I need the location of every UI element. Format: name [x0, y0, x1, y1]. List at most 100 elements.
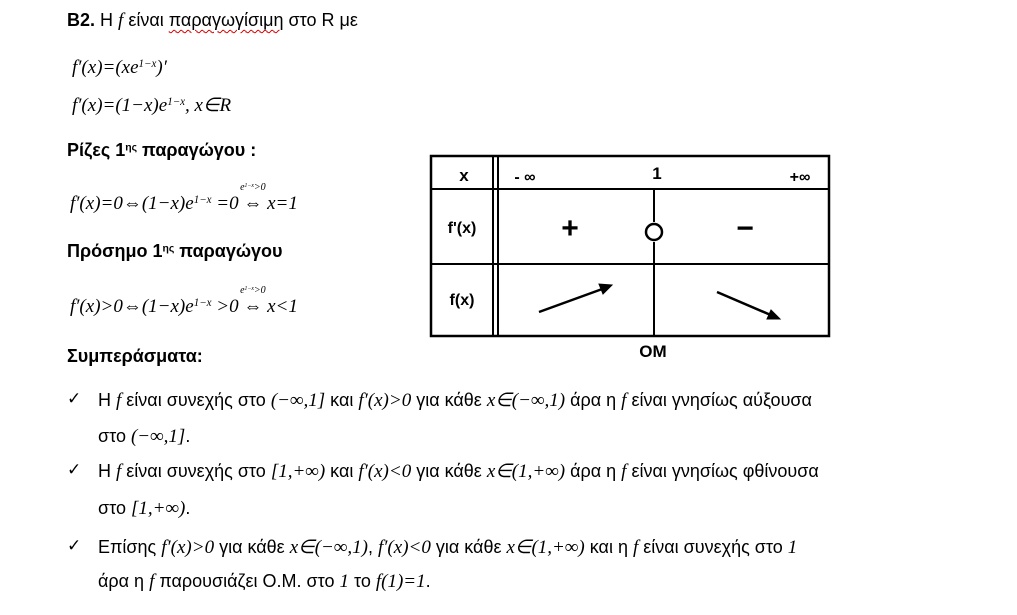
deriv1-end: )′	[156, 57, 167, 78]
math-expression: f′(x)<0	[378, 537, 431, 558]
sign-cond: e	[240, 285, 245, 296]
sign-eq-a: f′(x)>0⇔(1−x)e	[70, 296, 194, 317]
decreasing-arrowhead	[766, 309, 782, 320]
math-expression: f	[116, 390, 122, 411]
zero-circle	[644, 222, 664, 242]
sign-title-sup: ης	[162, 243, 175, 255]
text-segment: .	[185, 498, 191, 518]
math-expression: x∈(−∞,1)	[486, 390, 566, 411]
heading-f: f	[118, 10, 124, 31]
math-expression: [1,+∞)	[270, 461, 326, 482]
table-one: 1	[652, 164, 661, 183]
math-expression: x∈(1,+∞)	[486, 461, 566, 482]
table-extremum-label: ΟΜ	[639, 342, 666, 361]
sign-implies: e1−x>0⇔	[240, 285, 266, 318]
math-expression: 1	[339, 571, 349, 592]
deriv2-exp: 1−x	[167, 95, 186, 108]
text-segment: Η	[98, 390, 116, 410]
derivative-eq-2: f′(x)=(1−x)e1−x, x∈R	[72, 94, 231, 117]
derivative-eq-1: f′(x)=(xe1−x)′	[72, 57, 167, 79]
problem-number: B2.	[67, 10, 96, 30]
math-expression: f	[621, 390, 627, 411]
heading-text-1: Η	[100, 10, 119, 30]
deriv1-exp: 1−x	[138, 57, 157, 70]
roots-cond-end: >0	[253, 182, 266, 193]
table-f-label: f(x)	[450, 292, 475, 309]
conclusion-2-line-1: Η f είναι συνεχής στο [1,+∞) και f′(x)<0…	[98, 460, 819, 483]
text-segment: και	[325, 461, 359, 481]
roots-title: Ρίζες 1ης παραγώγου :	[67, 140, 256, 161]
sign-cond-exp: 1−x	[244, 285, 254, 292]
table-border	[429, 154, 831, 338]
roots-arrow: ⇔	[243, 193, 263, 214]
table-plus-sign: +	[561, 212, 579, 245]
text-segment: παρουσιάζει Ο.Μ. στο	[154, 571, 340, 591]
text-segment: είναι συνεχής στο	[638, 537, 788, 557]
roots-implies: e1−x>0⇔	[240, 182, 266, 215]
text-segment: για κάθε	[430, 537, 507, 557]
text-segment: είναι γνησίως αύξουσα	[626, 390, 812, 410]
heading-text-2: είναι	[123, 10, 169, 30]
math-expression: f′(x)>0	[161, 537, 215, 558]
conclusion-1-line-1: Η f είναι συνεχής στο (−∞,1] και f′(x)>0…	[98, 389, 812, 412]
math-expression: f′(x)>0	[358, 390, 412, 411]
text-segment: ,	[367, 537, 378, 557]
text-segment: άρα η	[98, 571, 150, 591]
math-expression: (−∞,1]	[270, 390, 326, 411]
text-segment: Η	[98, 461, 116, 481]
sign-title-end: παραγώγου	[174, 241, 283, 261]
check-icon: ✓	[67, 460, 82, 480]
text-segment: άρα η	[565, 390, 622, 410]
roots-title-text: Ρίζες 1	[67, 140, 126, 160]
conclusion-1-line-2: στο (−∞,1].	[98, 426, 190, 448]
text-segment: για κάθε	[411, 390, 487, 410]
conclusion-3-line-1: Επίσης f′(x)>0 για κάθε x∈(−∞,1), f′(x)<…	[98, 536, 797, 559]
text-segment: είναι συνεχής στο	[121, 461, 271, 481]
math-expression: f(1)=1	[375, 571, 426, 592]
heading-text-3: στο R με	[283, 10, 358, 30]
sign-cond-end: >0	[253, 285, 266, 296]
text-segment: και η	[584, 537, 633, 557]
sign-title-text: Πρόσημο 1	[67, 241, 163, 261]
roots-cond: e	[240, 182, 245, 193]
sign-equation: f′(x)>0⇔(1−x)e1−x >0 e1−x>0⇔ x<1	[70, 285, 298, 318]
text-segment: .	[425, 571, 431, 591]
math-expression: f′(x)<0	[358, 461, 412, 482]
sign-table-grid	[429, 154, 831, 338]
math-expression: f	[149, 571, 155, 592]
decreasing-arrow	[716, 290, 774, 318]
math-expression: f	[116, 461, 122, 482]
increasing-arrow	[538, 286, 606, 314]
sign-eq-exp: 1−x	[193, 296, 212, 309]
conclusion-2-line-2: στο [1,+∞).	[98, 498, 190, 520]
table-minus-sign: −	[736, 212, 754, 245]
check-icon: ✓	[67, 536, 82, 556]
math-expression: [1,+∞)	[130, 498, 186, 519]
table-plus-inf: +∞	[790, 169, 811, 186]
math-expression: f	[632, 537, 639, 558]
sign-title: Πρόσημο 1ης παραγώγου	[67, 241, 283, 262]
text-segment: για κάθε	[214, 537, 290, 557]
sign-table: x - ∞ 1 +∞ f'(x) + − f(x) ΟΜ	[425, 151, 835, 363]
roots-eq-b: =0	[211, 193, 239, 214]
roots-title-sup: ης	[125, 142, 138, 154]
monotonicity-arrows	[538, 283, 782, 320]
table-x-label: x	[459, 166, 469, 185]
text-segment: για κάθε	[411, 461, 487, 481]
conclusion-3-line-2: άρα η f παρουσιάζει Ο.Μ. στο 1 το f(1)=1…	[98, 571, 431, 593]
roots-eq-exp: 1−x	[193, 193, 212, 206]
text-segment: άρα η	[565, 461, 622, 481]
deriv1-main: f′(x)=(xe	[72, 57, 139, 78]
text-segment: το	[348, 571, 376, 591]
check-icon: ✓	[67, 389, 82, 409]
table-minus-inf: - ∞	[514, 169, 535, 186]
problem-heading: B2. Η f είναι παραγωγίσιμη στο R με	[67, 10, 358, 32]
text-segment: στο	[98, 426, 131, 446]
text-segment: είναι γνησίως φθίνουσα	[626, 461, 819, 481]
heading-misspelled-word: παραγωγίσιμη	[168, 10, 284, 30]
roots-title-end: παραγώγου :	[137, 140, 257, 160]
roots-eq-a: f′(x)=0⇔(1−x)e	[70, 193, 194, 214]
sign-table-background	[425, 151, 835, 363]
text-segment: είναι συνεχής στο	[121, 390, 271, 410]
deriv2-main: f′(x)=(1−x)e	[72, 95, 168, 116]
